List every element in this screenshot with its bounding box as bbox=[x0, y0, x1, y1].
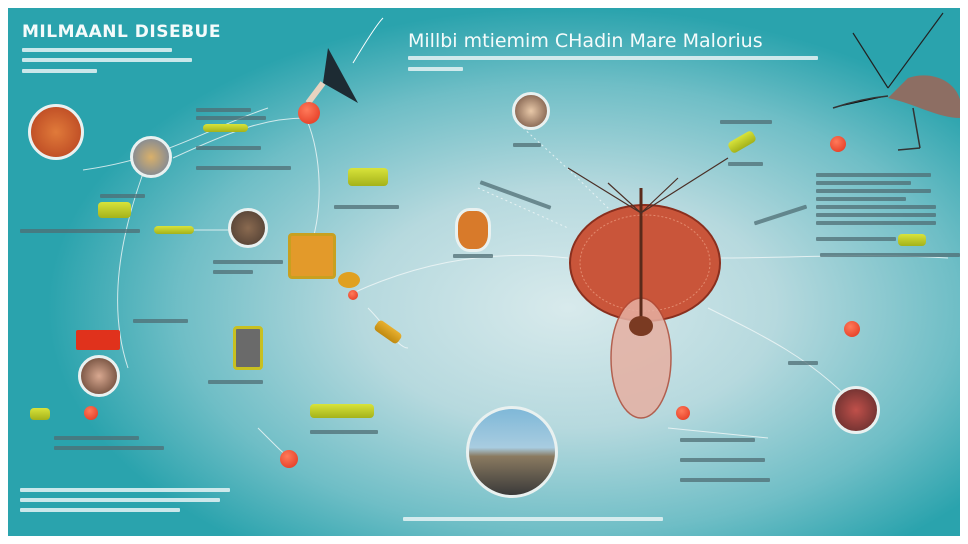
text-line bbox=[816, 213, 936, 217]
text-line bbox=[196, 166, 291, 170]
photo-circle bbox=[78, 355, 120, 397]
text-line bbox=[820, 253, 960, 257]
photo-circle bbox=[466, 406, 558, 498]
text-line bbox=[196, 146, 261, 150]
photo-circle bbox=[130, 136, 172, 178]
red-marker bbox=[830, 136, 846, 152]
bird-illustration bbox=[832, 12, 960, 151]
red-marker bbox=[280, 450, 298, 468]
text-line bbox=[213, 260, 283, 264]
text-line bbox=[196, 108, 251, 112]
text-line bbox=[20, 508, 180, 512]
red-marker bbox=[84, 406, 98, 420]
text-line bbox=[680, 438, 755, 442]
yellow-tag bbox=[338, 272, 360, 288]
photo-circle bbox=[512, 92, 550, 130]
red-marker bbox=[348, 290, 358, 300]
bag-illustration bbox=[288, 233, 336, 279]
text-line bbox=[816, 237, 896, 241]
center-title: Millbi mtiemim CHadin Mare Malorius bbox=[408, 30, 763, 52]
text-line bbox=[680, 458, 765, 462]
text-line bbox=[54, 446, 164, 450]
text-line bbox=[100, 194, 145, 198]
text-line bbox=[334, 205, 399, 209]
text-line bbox=[310, 430, 378, 434]
text-line bbox=[788, 361, 818, 365]
text-line bbox=[408, 67, 463, 71]
vase-illustration bbox=[455, 208, 491, 252]
photo-circle bbox=[28, 104, 84, 160]
mosquito-illustration bbox=[567, 157, 729, 419]
device-illustration bbox=[233, 326, 263, 370]
yellow-tag bbox=[348, 168, 388, 186]
yellow-tag bbox=[154, 226, 194, 234]
left-title: MILMAANL DISEBUE bbox=[22, 22, 221, 42]
text-line bbox=[816, 197, 906, 201]
text-line bbox=[453, 254, 493, 258]
yellow-tag bbox=[30, 408, 50, 420]
text-line bbox=[816, 189, 931, 193]
photo-circle bbox=[228, 208, 268, 248]
text-line bbox=[20, 229, 140, 233]
text-line bbox=[54, 436, 139, 440]
text-line bbox=[22, 69, 97, 73]
text-line bbox=[408, 56, 818, 60]
text-line bbox=[816, 205, 936, 209]
text-line bbox=[816, 181, 911, 185]
infographic-poster: MILMAANL DISEBUE Millbi mtiemim CHadin M… bbox=[8, 8, 960, 536]
red-marker bbox=[676, 406, 690, 420]
text-line bbox=[22, 58, 192, 62]
red-marker bbox=[844, 321, 860, 337]
yellow-tag bbox=[310, 404, 374, 418]
text-line bbox=[196, 116, 266, 120]
text-line bbox=[20, 488, 230, 492]
text-line bbox=[403, 517, 663, 521]
text-line bbox=[22, 48, 172, 52]
photo-circle bbox=[832, 386, 880, 434]
red-label-tag bbox=[76, 330, 120, 350]
yellow-tag bbox=[203, 124, 248, 132]
yellow-tag bbox=[98, 202, 131, 218]
text-line bbox=[133, 319, 188, 323]
text-line bbox=[513, 143, 541, 147]
text-line bbox=[720, 120, 772, 124]
insect-illustration bbox=[305, 17, 384, 105]
text-line bbox=[816, 221, 936, 225]
text-line bbox=[213, 270, 253, 274]
text-line bbox=[816, 173, 931, 177]
yellow-tag bbox=[898, 234, 926, 246]
text-line bbox=[680, 478, 770, 482]
text-line bbox=[20, 498, 220, 502]
text-line bbox=[208, 380, 263, 384]
connector-lines bbox=[82, 12, 960, 459]
text-line bbox=[728, 162, 763, 166]
red-marker bbox=[298, 102, 320, 124]
